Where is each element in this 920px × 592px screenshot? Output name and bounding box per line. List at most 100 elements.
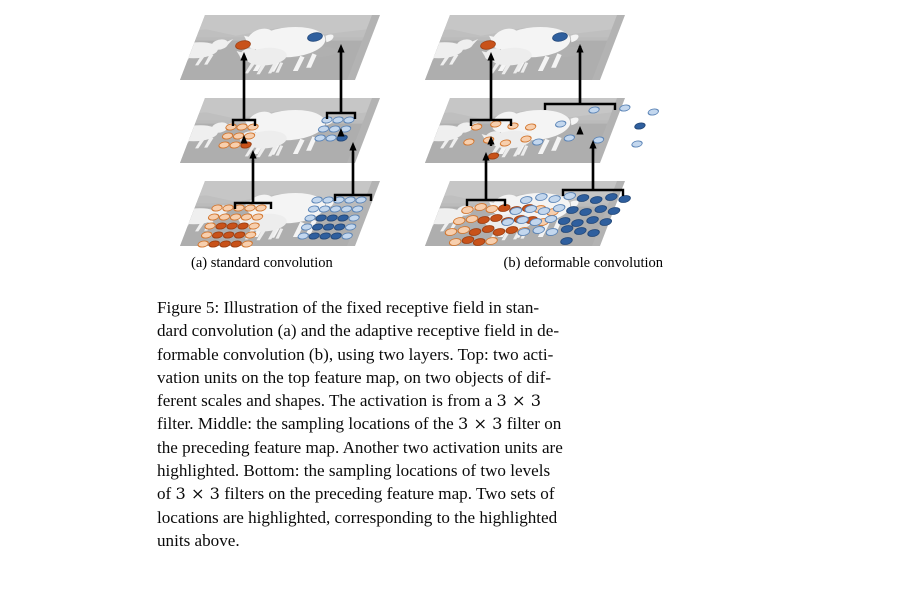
sampling-dot-orange: [207, 213, 220, 221]
sampling-dot-blue-highlighted: [589, 196, 603, 204]
flow-arrow: [576, 126, 584, 135]
sampling-dot-orange: [524, 123, 537, 131]
sampling-dot-blue-highlighted: [618, 195, 631, 203]
sampling-dot-blue: [545, 228, 559, 236]
sampling-dot-orange-highlighted: [215, 222, 227, 230]
sampling-dot-blue: [297, 232, 309, 240]
sampling-dot-orange: [248, 222, 260, 230]
sampling-dot-orange: [470, 123, 483, 131]
sampling-dot-blue: [355, 196, 367, 204]
sampling-dot-blue: [340, 205, 353, 213]
sampling-dot-orange-highlighted: [219, 240, 231, 248]
sampling-dot-blue: [348, 214, 360, 222]
activation-unit-orange: [480, 40, 496, 50]
sampling-dot-orange: [485, 237, 498, 245]
sampling-dot-blue-highlighted: [319, 232, 331, 240]
sampling-dot-blue-highlighted: [315, 214, 327, 222]
figure-caption: Figure 5: Illustration of the fixed rece…: [157, 296, 671, 552]
sampling-dot-blue-highlighted: [605, 193, 618, 201]
sampling-dot-orange-highlighted: [487, 152, 500, 160]
sampling-dot-orange-highlighted: [237, 222, 249, 230]
sampling-dot-orange-highlighted: [226, 222, 238, 230]
sampling-dot-blue: [325, 134, 337, 142]
activation-unit-orange: [235, 40, 251, 50]
sampling-dot-orange: [465, 215, 479, 223]
sampling-dot-blue: [529, 218, 543, 226]
sampling-dot-orange-highlighted: [472, 238, 486, 246]
sampling-dot-orange: [229, 213, 242, 221]
sampling-dot-blue-highlighted: [634, 122, 646, 130]
sampling-dot-blue: [552, 204, 566, 212]
sampling-dot-blue: [351, 205, 364, 213]
sampling-dot-blue: [318, 205, 331, 213]
sampling-dot-blue: [537, 207, 551, 215]
sampling-dot-blue: [344, 196, 356, 204]
panel-b-sampling-dots: [444, 32, 659, 246]
sampling-dot-blue: [301, 223, 313, 231]
caption-line: units above.: [157, 530, 240, 550]
sampling-dot-blue-highlighted: [308, 232, 320, 240]
sampling-dot-blue-highlighted: [571, 219, 584, 227]
panel-a-layer-middle: [180, 98, 380, 163]
sampling-dot-blue: [592, 136, 605, 144]
flow-arrow: [487, 136, 495, 146]
flow-arrow: [249, 150, 257, 203]
panel-a-layer-top: [180, 15, 380, 80]
sampling-dot-blue-highlighted: [574, 227, 587, 235]
sampling-dot-blue: [501, 218, 515, 226]
sampling-dot-orange: [251, 213, 264, 221]
flow-arrow: [589, 140, 597, 190]
sampling-dot-blue: [619, 104, 631, 112]
sampling-dot-blue: [524, 205, 538, 213]
flow-arrow: [487, 52, 495, 120]
caption-line: highlighted. Bottom: the sampling locati…: [157, 461, 551, 481]
sampling-dot-orange: [474, 203, 487, 211]
sampling-dot-blue-highlighted: [607, 207, 621, 215]
sampling-dot-blue: [317, 125, 330, 133]
sampling-dot-orange: [211, 204, 223, 212]
panel-deformable-convolution: [425, 15, 659, 246]
caption-line: locations are highlighted, corresponding…: [157, 507, 558, 527]
sampling-dot-blue: [517, 228, 531, 236]
subcaption-standard-convolution: (a) standard convolution: [191, 255, 333, 271]
subcaption-row: (a) standard convolution (b) deformable …: [175, 255, 675, 272]
caption-line: the preceding feature map. Another two a…: [157, 437, 563, 457]
sampling-dot-orange: [448, 238, 462, 246]
sampling-dot-orange-highlighted: [481, 225, 495, 233]
sampling-dot-orange: [243, 132, 256, 140]
sampling-dot-orange: [232, 132, 245, 140]
sampling-dot-orange: [236, 123, 248, 131]
sampling-dot-orange: [453, 217, 466, 225]
sampling-dot-blue: [332, 116, 344, 124]
flow-arrow: [349, 142, 357, 195]
sampling-dot-blue-highlighted: [560, 225, 574, 233]
sampling-dot-blue: [519, 196, 533, 204]
sampling-dot-orange: [457, 226, 471, 234]
sampling-dot-orange: [221, 132, 234, 140]
sampling-dot-blue: [588, 106, 600, 114]
sampling-dot-orange: [499, 139, 512, 147]
sampling-dot-orange: [201, 231, 213, 239]
panel-a-sampling-dots: [197, 32, 367, 248]
sampling-dot-blue-highlighted: [576, 194, 590, 202]
sampling-dot-blue-highlighted: [557, 217, 571, 225]
sampling-dot-orange-highlighted: [234, 231, 246, 239]
feature-map-image: [180, 15, 379, 80]
subcaption-deformable-convolution: (b) deformable convolution: [503, 255, 663, 271]
flow-arrow: [240, 52, 248, 120]
sampling-dot-blue: [509, 207, 523, 215]
sampling-dot-orange-highlighted: [477, 216, 490, 224]
sampling-dot-blue: [341, 232, 353, 240]
sampling-dot-blue: [345, 223, 357, 231]
sampling-dot-blue: [631, 140, 643, 148]
sampling-dot-blue: [307, 205, 320, 213]
sampling-dot-blue: [311, 196, 323, 204]
sampling-dot-orange: [245, 231, 257, 239]
panel-b-layer-middle: [425, 98, 625, 163]
sampling-dot-orange-highlighted: [505, 226, 519, 234]
sampling-dot-blue: [532, 226, 545, 234]
sampling-dot-orange: [229, 141, 241, 149]
sampling-dot-orange-highlighted: [230, 240, 242, 248]
sampling-dot-blue: [516, 216, 529, 224]
